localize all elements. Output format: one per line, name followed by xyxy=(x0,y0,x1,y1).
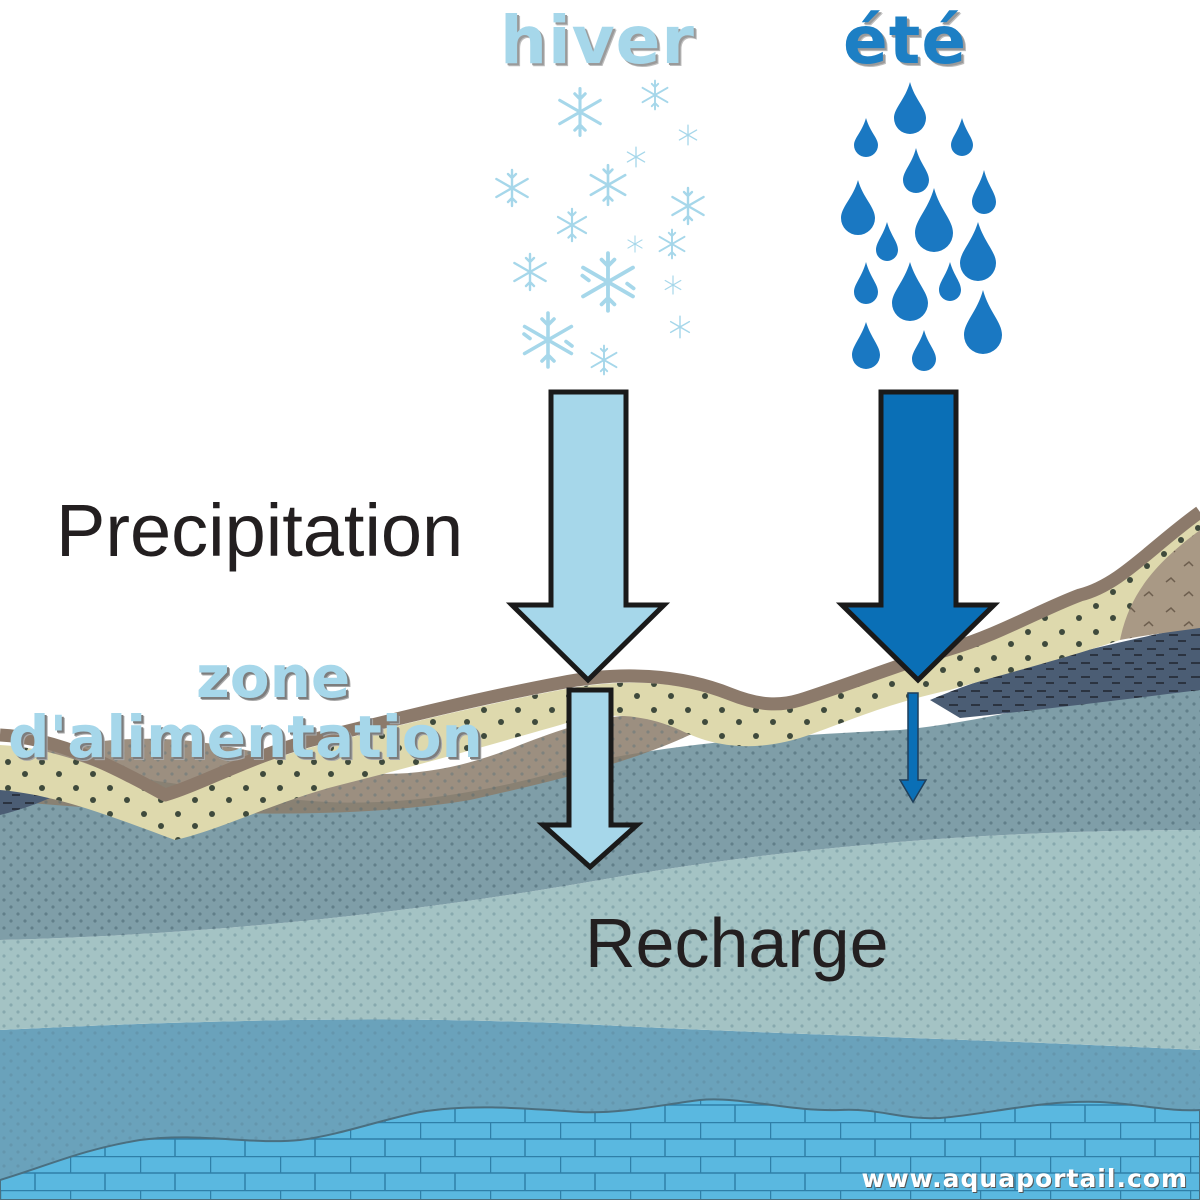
raindrop-icon xyxy=(854,118,878,157)
snowflake-icon xyxy=(664,275,682,295)
raindrop-icon xyxy=(960,222,996,281)
sand-layer-texture xyxy=(0,515,1200,840)
snowflake-icon xyxy=(513,252,547,292)
recharge-label: Recharge xyxy=(585,904,889,982)
recharge-zone-label-line1: zone xyxy=(196,643,351,711)
recharge-zone-label-line2: d'alimentation xyxy=(8,703,483,771)
snowflake-icon xyxy=(658,228,686,260)
snowflake-icon xyxy=(590,344,618,376)
snowfall xyxy=(495,79,705,376)
raindrop-icon xyxy=(892,262,928,321)
raindrop-icon xyxy=(852,322,880,369)
raindrop-icon xyxy=(841,180,875,235)
snowflake-icon xyxy=(669,315,691,339)
snowflake-icon xyxy=(495,168,529,208)
summer-recharge-arrow xyxy=(898,692,928,804)
rainfall xyxy=(841,82,1002,371)
summer-precipitation-arrow xyxy=(835,389,1001,684)
raindrop-icon xyxy=(876,222,898,261)
winter-recharge-arrow xyxy=(536,687,644,871)
upper-aquifer-texture xyxy=(0,830,1200,1050)
season-label-winter: hiver xyxy=(500,2,695,79)
raindrop-icon xyxy=(912,330,936,371)
season-label-summer: été xyxy=(843,2,968,79)
snowflake-icon xyxy=(522,311,574,369)
shale-lens-right-texture xyxy=(930,625,1200,718)
watermark: www.aquaportail.com xyxy=(861,1164,1188,1193)
raindrop-icon xyxy=(951,118,973,156)
snowflake-icon xyxy=(678,124,698,146)
raindrop-icon xyxy=(854,262,878,304)
raindrop-icon xyxy=(894,82,926,134)
snowflake-icon xyxy=(641,79,669,111)
snowflake-icon xyxy=(556,207,588,243)
snowflake-icon xyxy=(627,235,643,253)
raindrop-icon xyxy=(903,148,929,193)
raindrop-icon xyxy=(972,170,996,214)
winter-precipitation-arrow xyxy=(505,389,671,684)
raindrop-icon xyxy=(939,262,961,301)
ground-surface xyxy=(0,506,1200,802)
snowflake-icon xyxy=(626,146,646,168)
snowflake-icon xyxy=(671,186,705,226)
saturated-bricks-layer xyxy=(0,1098,1200,1200)
snowflake-icon xyxy=(558,87,602,137)
raindrop-icon xyxy=(915,188,953,252)
precipitation-label: Precipitation xyxy=(56,489,464,572)
raindrop-icon xyxy=(964,290,1002,354)
snowflake-icon xyxy=(589,163,627,207)
snowflake-icon xyxy=(580,251,636,313)
